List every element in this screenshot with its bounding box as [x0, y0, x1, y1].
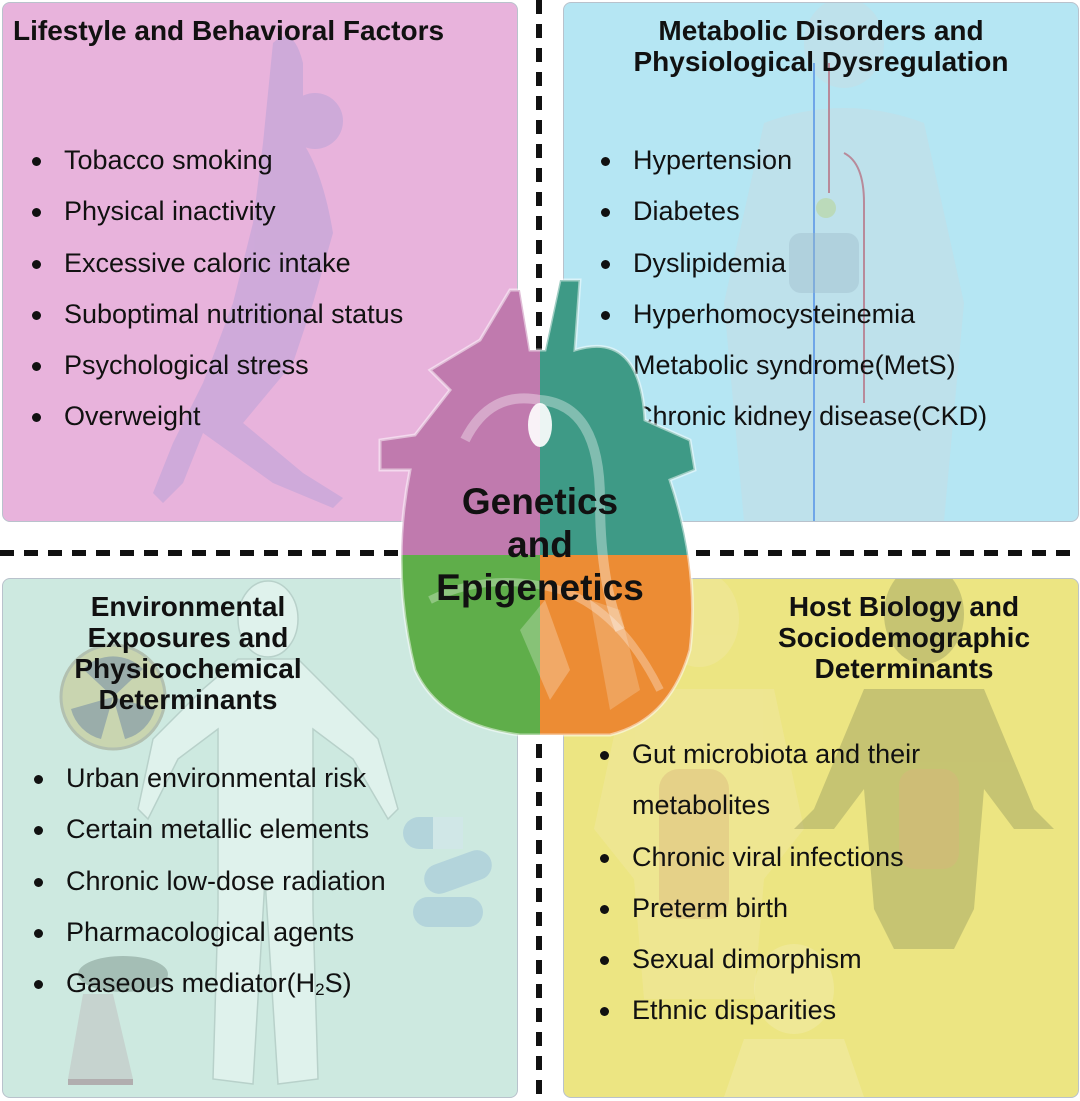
- item-text: S): [324, 968, 352, 999]
- title-line: Host Biology and: [788, 591, 1020, 622]
- pills-icon: [403, 817, 492, 927]
- title-line: Determinants: [814, 653, 994, 684]
- list-item: Psychological stress: [32, 340, 403, 391]
- list-item: Chronic kidney disease(CKD): [601, 391, 987, 442]
- environmental-panel-title: Environmental Exposures and Physicochemi…: [23, 591, 353, 715]
- title-line: Exposures and: [87, 622, 289, 653]
- lifestyle-panel-title: Lifestyle and Behavioral Factors: [13, 15, 445, 46]
- center-label-line: and: [507, 524, 573, 565]
- list-item: Excessive caloric intake: [32, 238, 403, 289]
- item-text: Gaseous mediator(H: [66, 968, 316, 999]
- title-line: Physiological Dysregulation: [633, 46, 1009, 77]
- metabolic-disorder-list: Hypertension Diabetes Dyslipidemia Hyper…: [601, 135, 987, 443]
- list-item: Tobacco smoking: [32, 135, 403, 186]
- title-line: Metabolic Disorders and: [658, 15, 984, 46]
- list-item: Overweight: [32, 391, 403, 442]
- title-line: Determinants: [98, 684, 278, 715]
- list-item: Ethnic disparities: [600, 985, 962, 1036]
- list-item: Preterm birth: [600, 883, 962, 934]
- list-item: Suboptimal nutritional status: [32, 289, 403, 340]
- host-biology-panel-title: Host Biology and Sociodemographic Determ…: [734, 591, 1074, 684]
- subscript: 2: [315, 980, 325, 1000]
- list-item: Pharmacological agents: [34, 907, 386, 958]
- host-biology-list: Gut microbiota and their metabolites Chr…: [600, 729, 962, 1037]
- environmental-exposure-list: Urban environmental risk Certain metalli…: [34, 753, 386, 1015]
- list-item: Certain metallic elements: [34, 804, 386, 855]
- list-item: Dyslipidemia: [601, 238, 987, 289]
- list-item: Physical inactivity: [32, 186, 403, 237]
- title-line: Physicochemical: [74, 653, 302, 684]
- list-item: Sexual dimorphism: [600, 934, 962, 985]
- center-label-line: Genetics: [461, 481, 619, 522]
- metabolic-panel-title: Metabolic Disorders and Physiological Dy…: [564, 15, 1078, 77]
- list-item: Hypertension: [601, 135, 987, 186]
- center-label-line: Epigenetics: [436, 567, 644, 608]
- lifestyle-factor-list: Tobacco smoking Physical inactivity Exce…: [32, 135, 403, 443]
- list-item: Hyperhomocysteinemia: [601, 289, 987, 340]
- list-item: Chronic viral infections: [600, 832, 962, 883]
- list-item: Urban environmental risk: [34, 753, 386, 804]
- list-item: Chronic low-dose radiation: [34, 856, 386, 907]
- title-line: Environmental: [90, 591, 286, 622]
- genetics-epigenetics-label: Genetics and Epigenetics: [380, 480, 700, 609]
- heart-anatomy-icon: [378, 278, 697, 737]
- list-item: Diabetes: [601, 186, 987, 237]
- list-item: Gut microbiota and their metabolites: [600, 729, 962, 832]
- title-line: Sociodemographic: [777, 622, 1031, 653]
- list-item: Gaseous mediator(H2S): [34, 958, 386, 1015]
